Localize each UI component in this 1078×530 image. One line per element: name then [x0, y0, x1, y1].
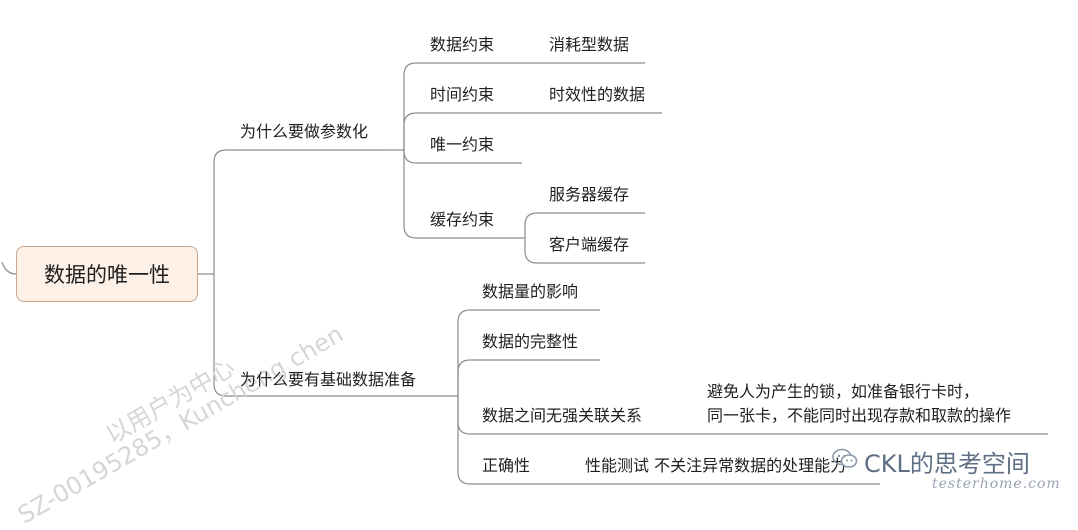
leaf-client-cache[interactable]: 客户端缓存 — [549, 235, 630, 254]
b1-child-cache-constraint[interactable]: 缓存约束 — [430, 210, 495, 229]
leaf-server-cache[interactable]: 服务器缓存 — [549, 185, 630, 204]
branch1-label[interactable]: 为什么要做参数化 — [240, 122, 369, 141]
leaf-timeliness-data[interactable]: 时效性的数据 — [549, 85, 646, 104]
note-lock-line2[interactable]: 同一张卡，不能同时出现存款和取款的操作 — [707, 406, 1012, 425]
branch2-connector — [213, 274, 455, 397]
brand-badge: CKL的思考空间 — [832, 444, 1030, 479]
connector-lines — [1, 62, 1048, 485]
b2-child4-connector — [457, 396, 575, 485]
b1-child1-connector — [403, 62, 522, 150]
b1-child-time-constraint[interactable]: 时间约束 — [430, 85, 495, 104]
root-left-stub — [1, 261, 17, 275]
b2-child-correctness[interactable]: 正确性 — [482, 456, 531, 475]
root-label: 数据的唯一性 — [44, 263, 170, 287]
leaf-consumable-data[interactable]: 消耗型数据 — [549, 35, 630, 54]
b2-child-data-integrity[interactable]: 数据的完整性 — [482, 332, 579, 351]
b2-child1-connector — [455, 309, 600, 397]
b1-child2-connector — [403, 112, 522, 150]
b1-child-data-constraint[interactable]: 数据约束 — [430, 35, 495, 54]
wechat-icon — [832, 447, 858, 477]
branch2-label[interactable]: 为什么要有基础数据准备 — [240, 370, 417, 389]
b2-child2-connector — [457, 359, 600, 396]
root-node[interactable]: 数据的唯一性 — [16, 246, 198, 302]
brand-name: CKL的思考空间 — [864, 450, 1030, 478]
branch1-connector — [213, 149, 390, 274]
note-lock-line1[interactable]: 避免人为产生的锁，如准备银行卡时， — [707, 382, 980, 401]
b1c4-leaf1-connector — [524, 212, 645, 238]
b1-child4-connector — [403, 150, 522, 239]
leaf-perf-test[interactable]: 性能测试 不关注异常数据的处理能力 — [585, 456, 847, 475]
b2-child-data-volume[interactable]: 数据量的影响 — [482, 282, 579, 301]
b2-child-no-strong-relation[interactable]: 数据之间无强关联关系 — [482, 406, 643, 425]
brand-site: testerhome.com — [932, 476, 1061, 492]
b1c4-leaf2-connector — [524, 238, 645, 264]
b1-child-unique-constraint[interactable]: 唯一约束 — [430, 135, 495, 154]
